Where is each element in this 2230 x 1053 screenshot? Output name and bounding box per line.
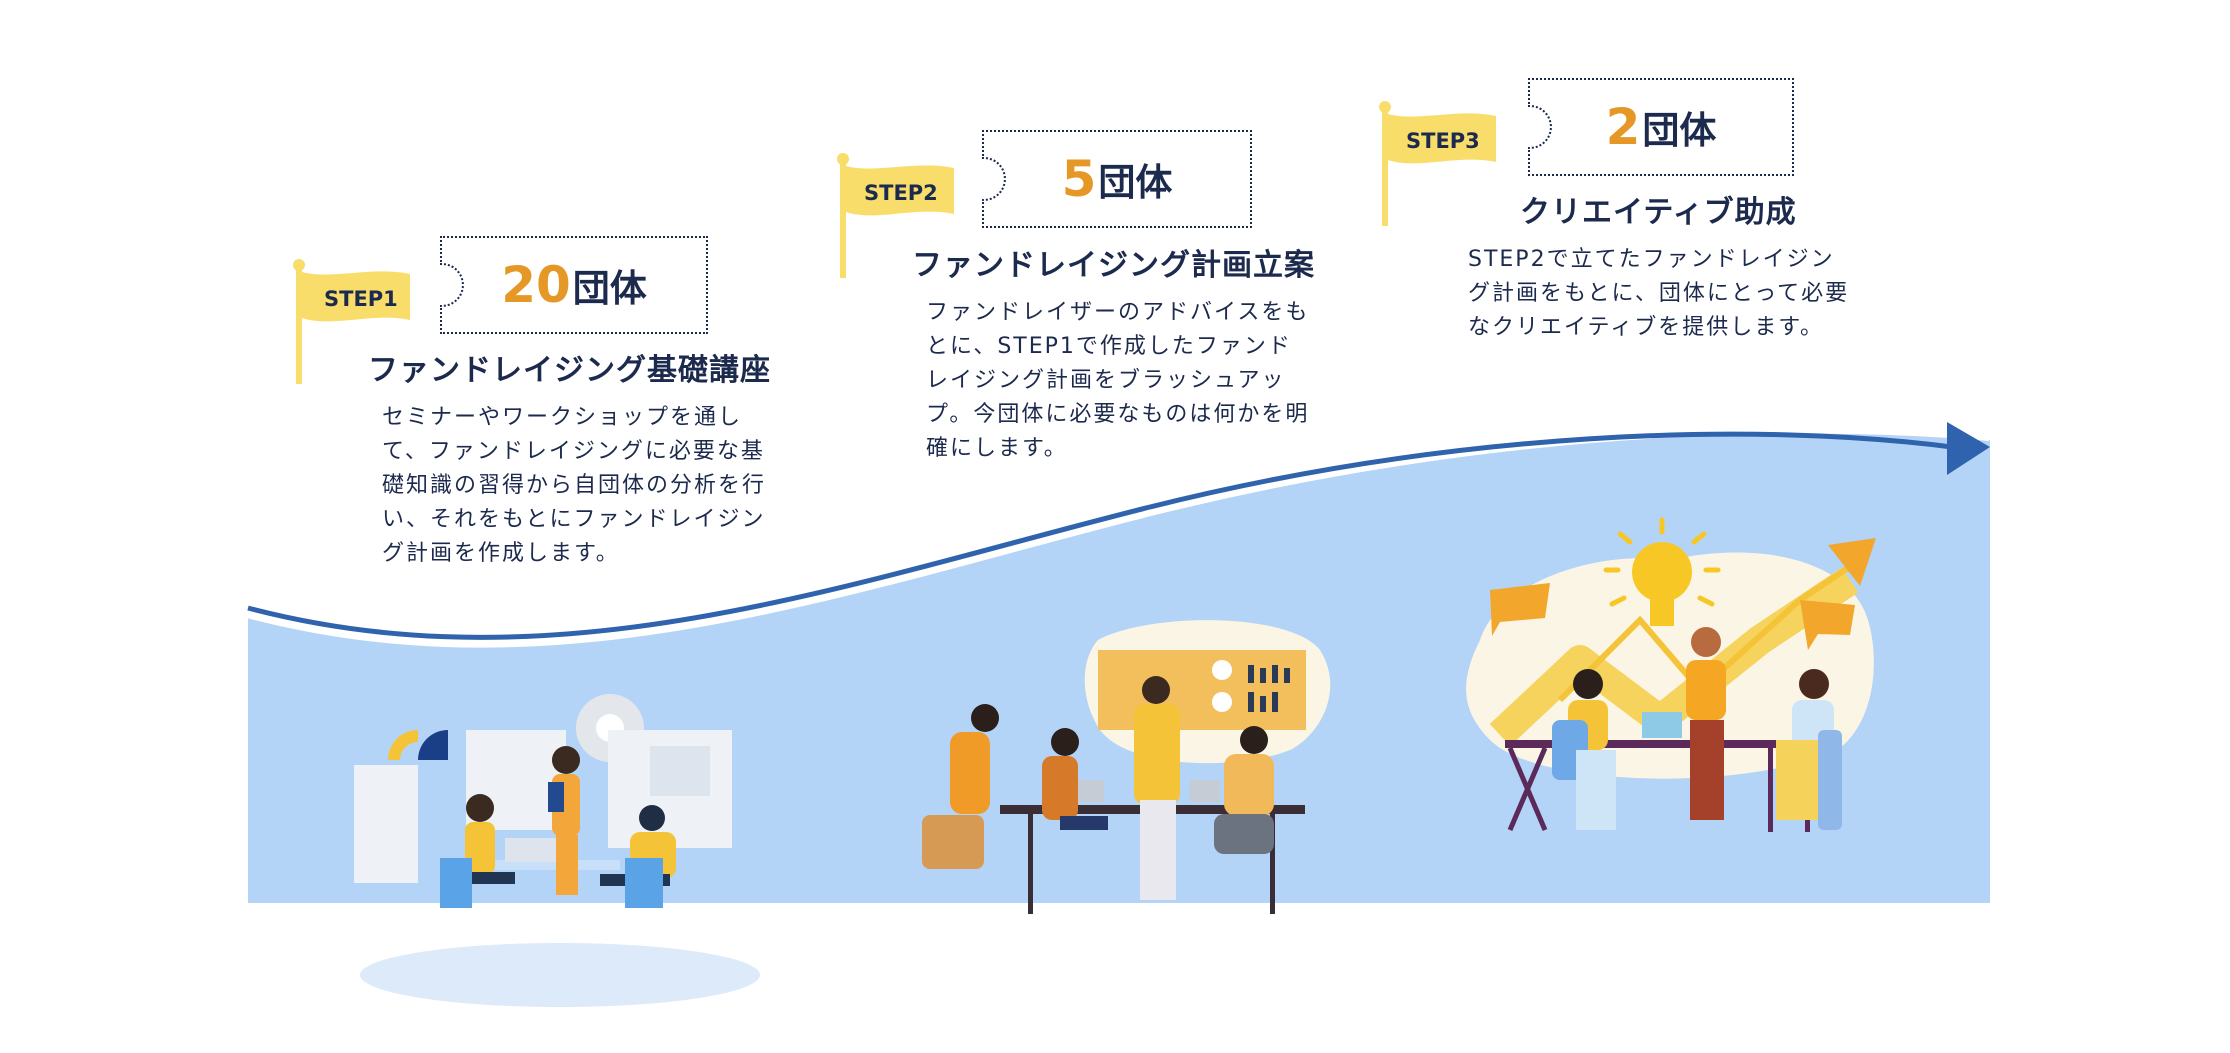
flag-label-step1: STEP1: [324, 287, 398, 311]
count-unit-step2: 団体: [1098, 161, 1173, 204]
flag-icon: STEP3: [1379, 101, 1496, 226]
presentation-illustration: [922, 620, 1331, 914]
step2-title: ファンドレイジング計画立案: [912, 248, 1315, 283]
step2-description: ファンドレイザーのアドバイスをもとに、STEP1で作成したファンドレイジング計画…: [926, 300, 1310, 461]
team-meeting-illustration: [354, 694, 760, 1007]
count-number-step2: 5: [1061, 150, 1097, 208]
step3-title: クリエイティブ助成: [1520, 195, 1797, 230]
count-number-step3: 2: [1605, 98, 1641, 156]
flag-icon: STEP2: [837, 153, 954, 278]
step3-description: STEP2で立てたファンドレイジング計画をもとに、団体にとって必要なクリエイティ…: [1468, 247, 1850, 340]
flag-label-step3: STEP3: [1406, 129, 1480, 153]
count-unit-step1: 団体: [572, 267, 647, 310]
count-ticket-step1: 20 団体: [440, 236, 708, 334]
count-number-step1: 20: [501, 256, 571, 314]
progress-arrow-icon: [247, 422, 1990, 640]
flag-icon: STEP1: [293, 259, 410, 384]
idea-growth-illustration: [1466, 517, 1876, 832]
count-ticket-step2: 5 団体: [982, 130, 1252, 228]
flag-label-step2: STEP2: [864, 181, 938, 205]
count-ticket-step3: 2 団体: [1528, 78, 1794, 176]
count-unit-step3: 団体: [1642, 109, 1717, 152]
step1-description: セミナーやワークショップを通して、ファンドレイジングに必要な基礎知識の習得から自…: [382, 405, 767, 566]
step1-title: ファンドレイジング基礎講座: [368, 353, 771, 388]
